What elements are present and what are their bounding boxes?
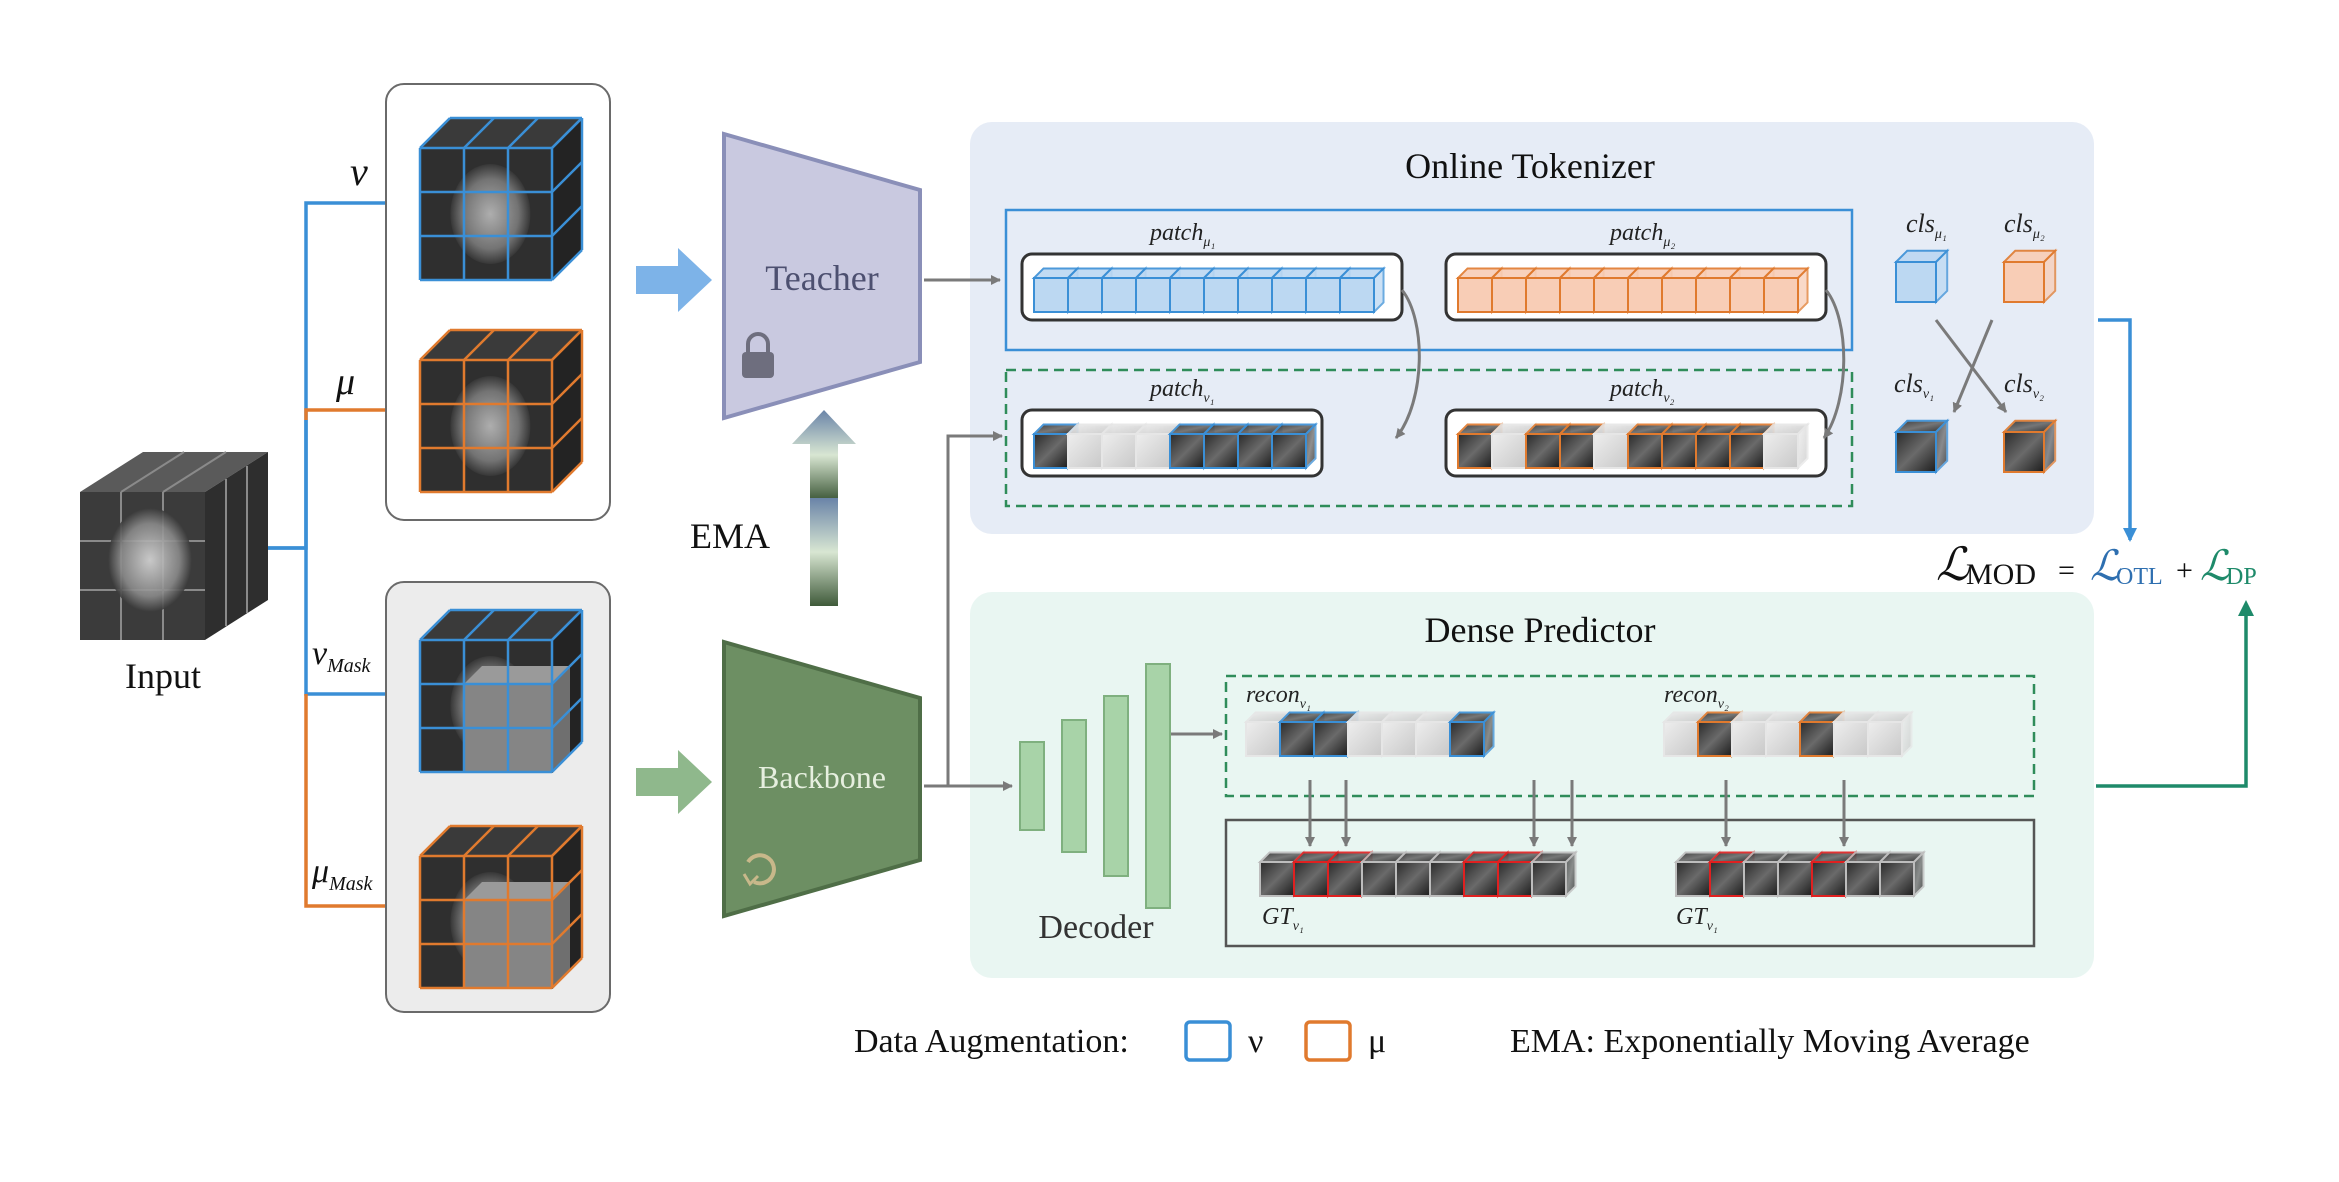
decoder-block [1019,663,1171,909]
cls-v2-token [2001,418,2058,475]
teacher-label: Teacher [765,258,878,298]
loss-equation: ℒ MOD = ℒ OTL + ℒ DP [1936,539,2257,591]
patch-mu1-tokens [1031,266,1386,315]
branch-mu-label: μ [335,361,355,403]
connector-lines [924,275,1223,791]
online-tokenizer-title: Online Tokenizer [1405,146,1655,186]
patch-v2-token-10 [1761,422,1810,471]
input-volume [80,451,268,640]
legend-mu-label: μ [1368,1023,1386,1060]
cls-v2-label: clsv₂ [2004,369,2044,402]
cls-mu2-label: clsμ₂ [2004,209,2045,242]
dp-loss-arrow [2096,600,2254,788]
patch-mu2-label: patchμ₂ [1608,220,1675,250]
recon-v1-token-5 [1379,710,1428,759]
ema-arrow [792,410,856,500]
svg-text:OTL: OTL [2116,564,2163,590]
recon-to-gt-arrows [1305,780,1849,847]
to-teacher-arrow [636,248,712,312]
gt-v2-label: GTv₁ [1676,904,1718,934]
branch-mu-mask-label: μMask [311,853,374,895]
gt-frame [1224,818,2036,948]
svg-text:ℒ: ℒ [2200,544,2231,590]
recon-v2-tokens [1661,710,1914,759]
recon-frame [1224,674,2036,798]
svg-text:ℒ: ℒ [1936,539,1970,590]
legend-mu-swatch [1304,1020,1352,1062]
svg-text:+: + [2176,554,2193,587]
patch-match-arrows [1394,289,1846,439]
recon-v1-label: reconv₁ [1246,682,1311,712]
svg-text:MOD: MOD [1966,558,2036,591]
legend-ema-definition: EMA: Exponentially Moving Average [1510,1023,2030,1060]
recon-v1-token-7 [1447,710,1496,759]
view-cube-mu-mask [418,824,584,990]
patch-mu1-token-10 [1337,266,1386,315]
patch-v1-token-8 [1269,422,1318,471]
legend-v-label: ν [1248,1023,1263,1060]
student-patch-frame [1004,368,1854,508]
gt-v2-token-7 [1877,850,1926,899]
gt-v1-label: GTv₁ [1262,904,1304,934]
input-label: Input [125,656,201,696]
recon-v2-label: reconv₂ [1664,682,1729,712]
ema-arrow-shaft [810,498,838,606]
refresh-icon [742,853,776,887]
patch-v2-tokens [1455,422,1810,471]
backbone-block [722,639,922,919]
legend-v-swatch [1184,1020,1232,1062]
recon-v2-token-7 [1865,710,1914,759]
view-cube-mu [418,328,584,494]
legend-data-aug-label: Data Augmentation: [854,1023,1129,1060]
svg-text:ℒ: ℒ [2090,544,2121,590]
ema-label: EMA [690,516,770,556]
branch-v-label: v [350,149,368,194]
patch-v2-label: patchv₂ [1608,376,1675,406]
to-backbone-arrow [636,750,712,814]
branch-lines [268,196,420,913]
patch-v1-label: patchv₁ [1148,376,1214,406]
branch-v-mask-label: vMask [312,635,372,677]
cls-mu2-token [2001,248,2058,305]
gt-v1-token-5 [1393,850,1442,899]
otl-loss-arrow [2098,318,2137,542]
teacher-block [722,131,922,421]
cls-v1-label: clsv₁ [1894,369,1934,402]
cls-mu1-token [1893,248,1950,305]
decoder-label: Decoder [1038,909,1154,946]
patch-mu2-tokens [1455,266,1810,315]
cls-v1-token [1893,418,1950,475]
svg-text:=: = [2058,554,2075,587]
cls-tokens [1893,248,2058,475]
gt-v1-token-9 [1529,850,1578,899]
gt-v1-token-1 [1257,850,1306,899]
gt-v1-tokens [1257,850,1578,899]
lock-icon [742,332,774,378]
dense-predictor-title: Dense Predictor [1425,610,1656,650]
cls-cross-arrows [1934,319,2008,413]
gt-v1-token-3 [1325,850,1374,899]
backbone-label: Backbone [758,759,886,795]
recon-v1-tokens [1243,710,1496,759]
patch-mu1-label: patchμ₁ [1148,220,1215,250]
view-cube-v-mask [418,608,584,774]
patch-mu2-token-10 [1761,266,1810,315]
patch-v1-tokens [1031,422,1318,471]
gt-v2-tokens [1673,850,1926,899]
svg-text:DP: DP [2226,564,2257,590]
cls-mu1-label: clsμ₁ [1906,209,1947,242]
teacher-patch-frame [1004,208,1854,352]
view-cube-v [418,116,584,282]
